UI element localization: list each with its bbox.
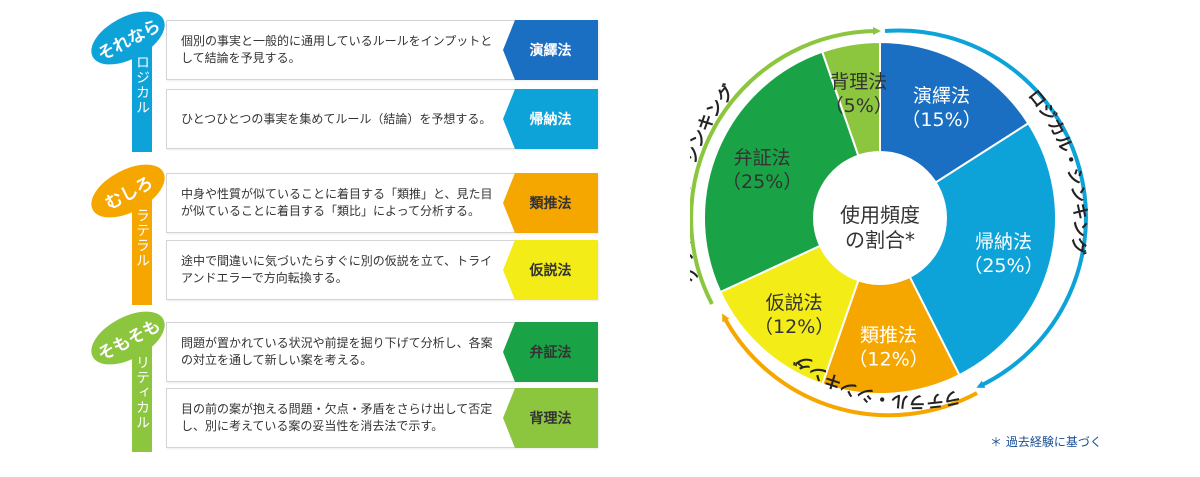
logical-label: ロジカル (134, 54, 150, 115)
deductive-description: 個別の事実と一般的に通用しているルールをインプットとして結論を予見する。 (181, 34, 493, 65)
inductive-row: ひとつひとつの事実を集めてルール（結論）を予想する。 帰納法 (166, 89, 598, 149)
lateral-arrow (722, 313, 978, 418)
critical-arrow (690, 27, 881, 305)
hypothesis-tag: 仮説法 (503, 240, 598, 300)
footnote: ＊ 過去経験に基づく (990, 435, 1102, 449)
analogy-row: 中身や性質が似ていることに着目する「類推」と、見た目が似ていることに着目する「類… (166, 173, 598, 233)
slice-name-3: 仮説法 (766, 292, 823, 314)
logical-arrow (884, 28, 1088, 388)
reductio-row: 目の前の案が抱える問題・欠点・矛盾をさらけ出して否定し、別に考えている案の妥当性… (166, 388, 598, 448)
logical-badge: それなら (82, 0, 174, 76)
hypothesis-row: 途中で間違いに気づいたらすぐに別の仮説を立て、トライアンドエラーで方向転換する。… (166, 240, 598, 300)
reductio-description: 目の前の案が抱える問題・欠点・矛盾をさらけ出して否定し、別に考えている案の妥当性… (181, 402, 493, 433)
deductive-row: 個別の事実と一般的に通用しているルールをインプットとして結論を予見する。 演繹法 (166, 20, 598, 80)
dialectic-tag: 弁証法 (503, 322, 598, 382)
slice-name-5: 背理法 (830, 71, 887, 93)
slice-1 (878, 121, 1057, 377)
dialectic-row: 問題が置かれている状況や前提を掘り下げて分析し、各案の対立を通して新しい案を考え… (166, 322, 598, 382)
usage-frequency-donut-chart: 使用頻度 の割合* 演繹法（15%）帰納法（25%）類推法（12%）仮説法（12… (690, 27, 1090, 418)
inductive-description: ひとつひとつの事実を集めてルール（結論）を予想する。 (181, 111, 492, 126)
slice-2 (820, 215, 961, 395)
hypothesis-description: 途中で間違いに気づいたらすぐに別の仮説を立て、トライアンドエラーで方向転換する。 (181, 254, 493, 285)
slice-percent-0: （15%） (901, 109, 981, 131)
slice-percent-4: （25%） (722, 171, 802, 193)
lateral-label: ラテラル (134, 207, 150, 268)
analogy-tag: 類推法 (503, 173, 598, 233)
donut-hole (813, 151, 947, 285)
slice-name-1: 帰納法 (975, 231, 1032, 253)
reductio-tag: 背理法 (503, 388, 598, 448)
slice-percent-5: （5%） (825, 95, 893, 117)
critical-label: クリティカル (134, 339, 150, 430)
critical-group: クリティカル そもそも 問題が置かれている状況や前提を掘り下げて分析し、各案の対… (82, 300, 600, 452)
dialectic-description: 問題が置かれている状況や前提を掘り下げて分析し、各案の対立を通して新しい案を考え… (181, 336, 493, 367)
slice-name-0: 演繹法 (913, 85, 970, 107)
slice-percent-3: （12%） (754, 316, 834, 338)
critical-badge: そもそも (82, 300, 174, 376)
deductive-tag: 演繹法 (503, 20, 598, 80)
analogy-description: 中身や性質が似ていることに着目する「類推」と、見た目が似ていることに着目する「類… (181, 187, 493, 218)
lateral-badge: むしろ (82, 153, 174, 229)
center-label-line-1: 使用頻度 (840, 203, 920, 227)
slice-percent-2: （12%） (848, 349, 928, 371)
slice-name-2: 類推法 (860, 325, 917, 347)
center-label-line-2: の割合* (845, 228, 915, 252)
inductive-tag: 帰納法 (503, 89, 598, 149)
lateral-group: ラテラル むしろ 中身や性質が似ていることに着目する「類推」と、見た目が似ている… (82, 153, 600, 305)
slice-name-4: 弁証法 (734, 147, 791, 169)
logical-group: ロジカル それなら 個別の事実と一般的に通用しているルールをインプットとして結論… (82, 0, 600, 152)
slice-percent-1: （25%） (963, 255, 1043, 277)
